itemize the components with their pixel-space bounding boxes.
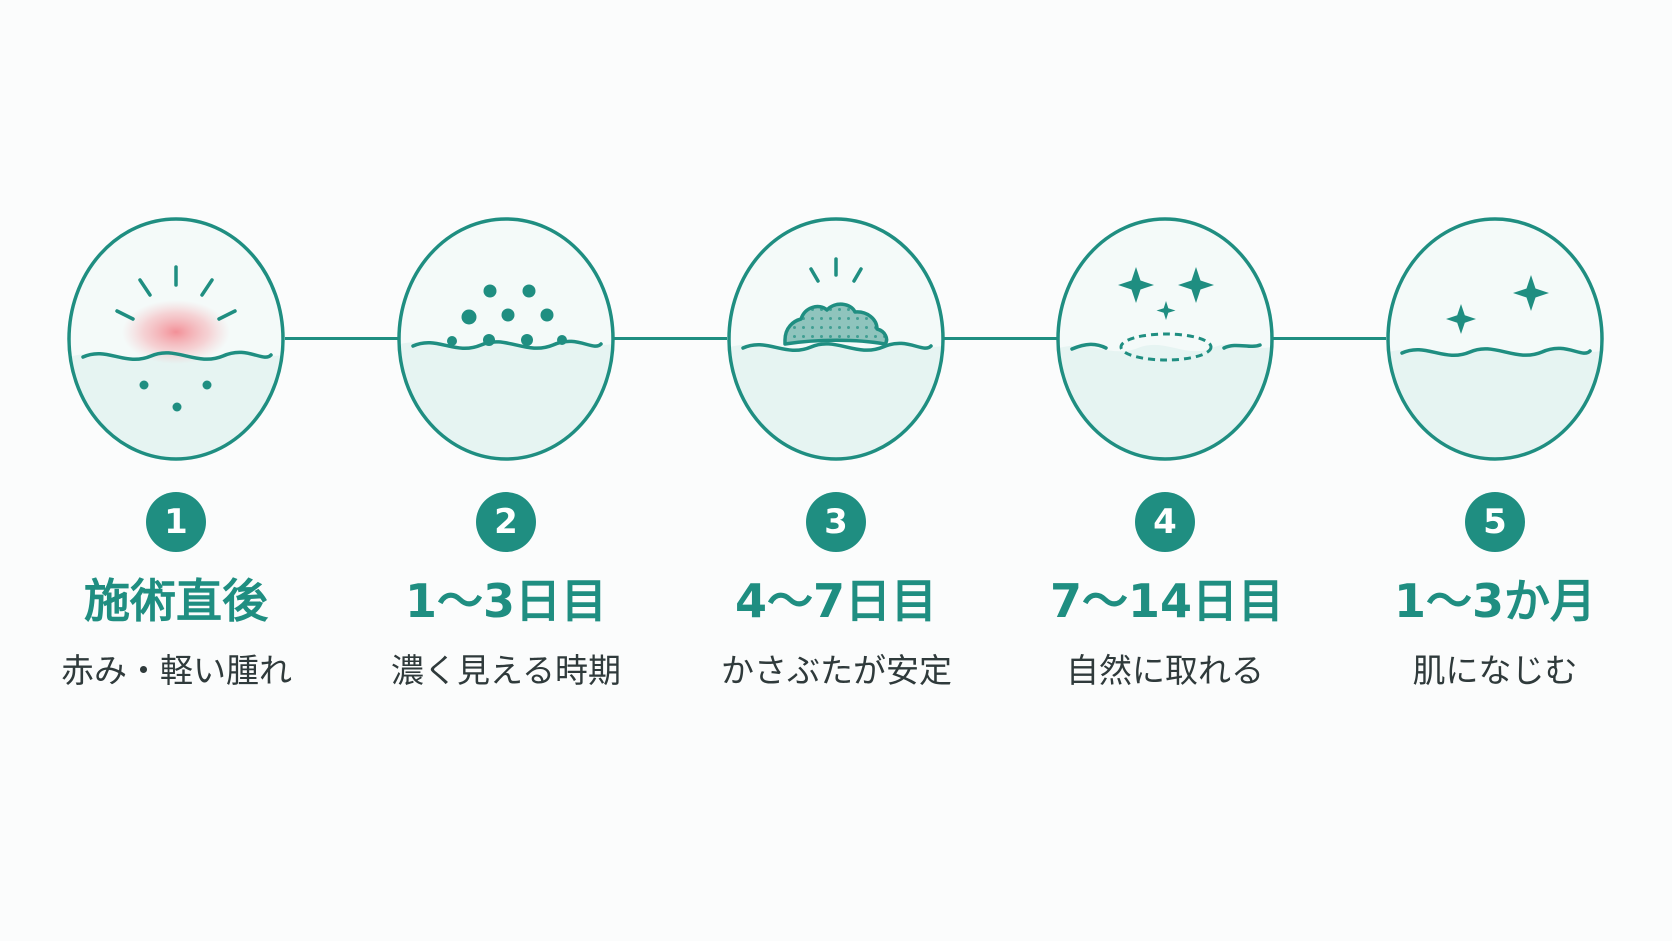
scab-falling-off-icon [1056,217,1274,461]
timeline-connector [614,337,727,340]
step-title: 1〜3か月 [1393,574,1596,628]
timeline-step: 5 1〜3か月 肌になじむ [1380,215,1610,691]
step-description: 赤み・軽い腫れ [61,651,292,690]
timeline-connector [944,337,1057,340]
scab-icon [727,217,945,461]
step-number-badge: 1 [146,492,206,552]
step-number-badge: 5 [1465,492,1525,552]
timeline-step: 4 7〜14日目 自然に取れる [1050,215,1285,691]
step-title: 4〜7日目 [734,574,937,628]
timeline-step: 1 施術直後 赤み・軽い腫れ [61,215,292,691]
redness-swelling-icon [67,217,285,461]
healed-skin-sparkle-icon [1386,217,1604,461]
timeline-step: 3 4〜7日目 かさぶたが安定 [721,215,952,691]
step-number-badge: 2 [476,492,536,552]
step-title: 7〜14日目 [1050,574,1285,628]
step-number-badge: 4 [1135,492,1195,552]
step-description: 肌になじむ [1412,651,1578,690]
step-title: 1〜3日目 [404,574,607,628]
step-description: 濃く見える時期 [391,651,622,690]
step-title: 施術直後 [84,574,268,628]
timeline-connector [285,337,398,340]
timeline-step: 2 1〜3日目 濃く見える時期 [391,215,621,691]
timeline-connector [1273,337,1386,340]
darkening-dots-icon [397,217,615,461]
step-description: かさぶたが安定 [721,651,952,690]
step-number-badge: 3 [806,492,866,552]
step-description: 自然に取れる [1066,651,1264,690]
